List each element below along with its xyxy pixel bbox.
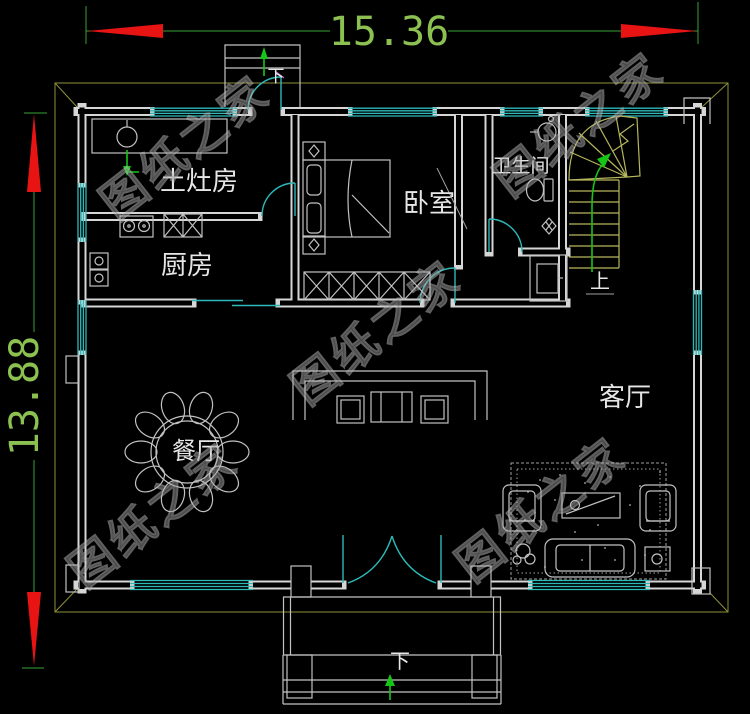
window-bottom-dining xyxy=(130,579,253,591)
door-back-entry xyxy=(247,76,282,111)
roof-overhang-outline xyxy=(54,82,729,613)
bedroom-bed xyxy=(302,141,391,255)
window-right-living xyxy=(692,290,703,355)
door-swing-tick xyxy=(274,70,285,79)
plant xyxy=(515,543,531,559)
dimension-top: 15.36 xyxy=(85,2,699,55)
bathroom-sink xyxy=(530,115,557,142)
window-left-kitchen xyxy=(77,183,87,242)
window-top-bathroom xyxy=(500,107,543,117)
sofa-bottom xyxy=(544,538,636,578)
dimension-arrow-down xyxy=(27,592,41,666)
front-porch xyxy=(282,565,502,705)
staircase xyxy=(568,115,641,269)
armchair-left xyxy=(502,484,542,532)
bedroom-wardrobe xyxy=(303,271,431,301)
back-porch-direction xyxy=(260,47,268,76)
bathroom-toilet xyxy=(525,178,554,202)
watermark: 图纸之家 xyxy=(90,65,281,231)
watermark: 图纸之家 xyxy=(446,427,637,593)
room-label-bedroom: 卧室 xyxy=(403,189,455,219)
utility-closet xyxy=(529,254,568,302)
dimension-arrow-right xyxy=(621,24,697,38)
kitchen-counter-sink xyxy=(163,213,203,238)
back-entry-down-label: 下 xyxy=(268,67,285,87)
room-label-bathroom: 卫生间 xyxy=(492,155,549,177)
kitchen-wash-basins xyxy=(89,252,109,287)
hall-screen-partition xyxy=(292,370,488,420)
room-label-kitchen: 厨房 xyxy=(161,251,213,281)
door-earth-stove xyxy=(261,182,296,217)
dimension-height-label: 13.88 xyxy=(2,336,48,456)
window-top-kitchen xyxy=(150,107,237,117)
dimension-arrow-left xyxy=(87,24,163,38)
dimension-width-label: 15.36 xyxy=(329,9,449,55)
room-label-living: 客厅 xyxy=(599,383,651,413)
door-bathroom xyxy=(488,218,523,253)
earth-stove-riser xyxy=(123,150,139,176)
hall-table-and-chairs xyxy=(336,391,449,424)
dimension-arrow-up xyxy=(27,114,41,192)
floor-drain xyxy=(541,217,557,235)
kitchen-stove xyxy=(119,215,154,238)
front-entry-down-label: 下 xyxy=(390,649,410,673)
windows xyxy=(77,107,703,591)
watermark: 图纸之家 xyxy=(484,42,675,208)
living-room-sofa-set xyxy=(502,462,677,580)
window-top-stairs xyxy=(585,107,668,117)
front-entry-direction xyxy=(385,674,395,700)
stairs-direction-arrow xyxy=(591,153,611,272)
leader-line xyxy=(436,167,468,230)
earth-stove-platform xyxy=(91,118,228,154)
room-label-dining: 餐厅 xyxy=(172,437,220,465)
dimension-left: 13.88 xyxy=(2,112,48,669)
coffee-table xyxy=(561,492,621,519)
window-bottom-living xyxy=(528,579,650,591)
window-top-bedroom xyxy=(348,107,437,117)
window-left-dining xyxy=(77,300,87,355)
door-kitchen-sliding xyxy=(192,299,280,307)
armchair-right xyxy=(639,484,677,532)
dining-table xyxy=(124,391,250,513)
room-label-earth-stove: 土灶房 xyxy=(160,167,238,197)
wall-pilasters xyxy=(65,97,711,595)
stairs-up-label: 上 xyxy=(590,269,610,293)
side-table xyxy=(644,546,671,572)
door-front-double xyxy=(342,535,442,584)
